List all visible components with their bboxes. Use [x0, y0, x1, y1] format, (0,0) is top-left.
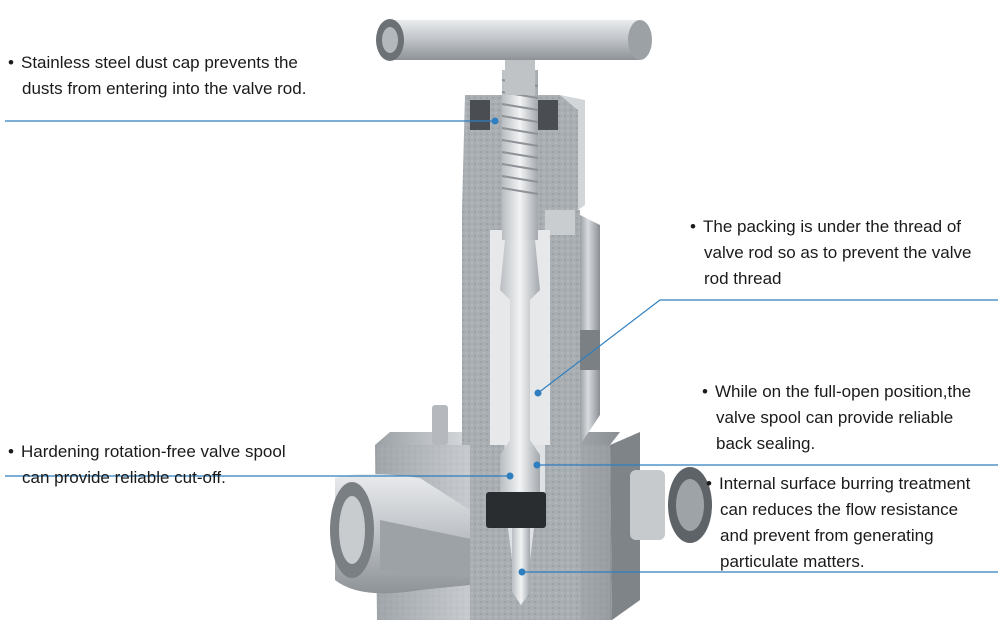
dot-dust-cap	[491, 117, 499, 125]
seat-insert	[486, 492, 546, 528]
callout-dust-cap: • Stainless steel dust cap prevents the d…	[8, 50, 306, 102]
callout-line: back sealing.	[716, 434, 816, 453]
dot-packing	[534, 389, 542, 397]
bullet-icon: •	[8, 442, 14, 461]
callout-line: Stainless steel dust cap prevents the	[21, 53, 298, 72]
dot-valve-spool	[506, 472, 514, 480]
t-handle	[376, 19, 652, 95]
callout-line: valve rod so as to prevent the valve	[704, 243, 972, 262]
callout-line: The packing is under the thread of	[703, 217, 961, 236]
callout-line: can reduces the flow resistance	[720, 500, 959, 519]
callout-valve-spool: • Hardening rotation-free valve spool can…	[8, 439, 286, 491]
dot-burring	[518, 568, 526, 576]
callout-line: can provide reliable cut-off.	[22, 468, 226, 487]
callout-line: While on the full-open position,the	[715, 382, 972, 401]
callout-line: Internal surface burring treatment	[719, 474, 971, 493]
callout-line: and prevent from generating	[720, 526, 934, 545]
callout-line: Hardening rotation-free valve spool	[21, 442, 286, 461]
bullet-icon: •	[690, 217, 696, 236]
bullet-icon: •	[8, 53, 14, 72]
valve-stem	[490, 70, 550, 512]
callout-packing: • The packing is under the thread of valv…	[690, 214, 971, 292]
callout-line: dusts from entering into the valve rod.	[22, 79, 307, 98]
dot-back-seal	[533, 461, 541, 469]
bullet-icon: •	[706, 474, 712, 493]
needle-tip	[512, 528, 530, 605]
leader-packing	[537, 299, 998, 394]
callout-line: rod thread	[704, 269, 782, 288]
callout-burring: • Internal surface burring treatment can …	[706, 471, 970, 575]
callout-line: valve spool can provide reliable	[716, 408, 954, 427]
bullet-icon: •	[702, 382, 708, 401]
callout-line: particulate matters.	[720, 552, 865, 571]
callout-back-seal: • While on the full-open position,the val…	[702, 379, 971, 457]
